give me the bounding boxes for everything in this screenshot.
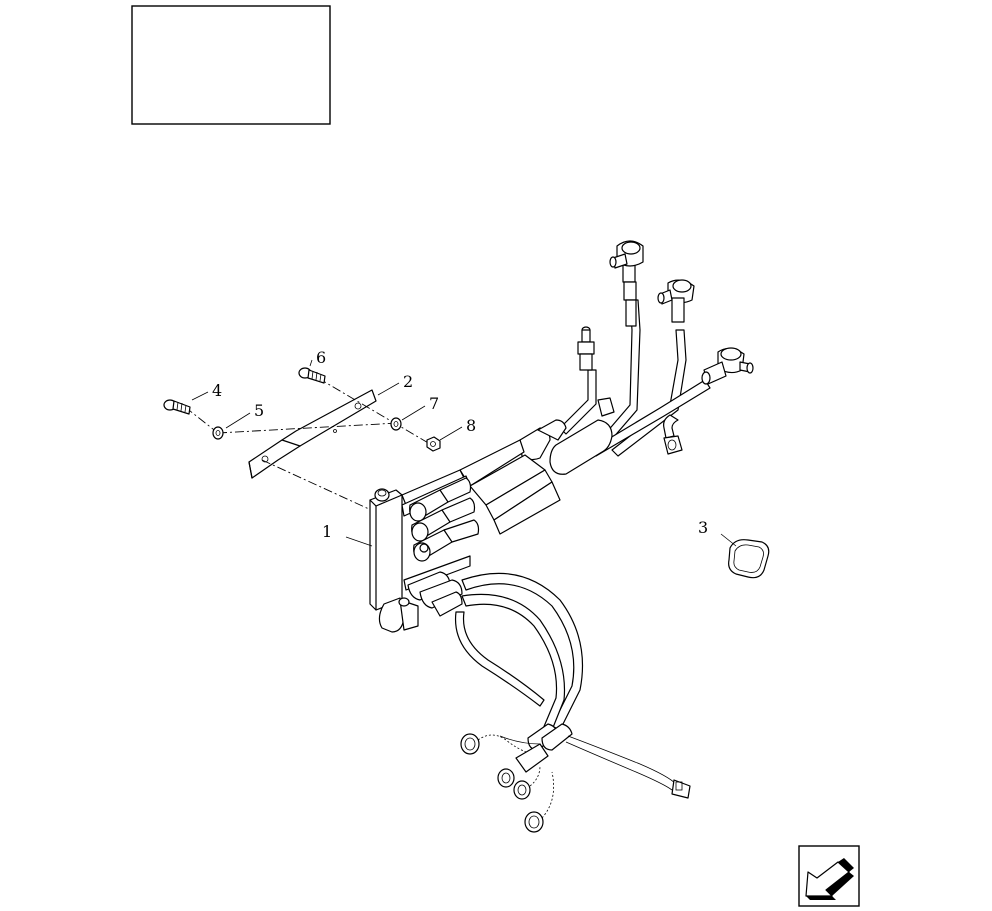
tee-coupling-middle [657, 279, 695, 323]
callout-label-7: 7 [429, 394, 439, 413]
callout-1: 1 [322, 522, 373, 547]
callout-5: 5 [225, 401, 264, 429]
callout-6: 6 [309, 348, 326, 367]
callout-7: 7 [401, 394, 439, 421]
coupler-c [513, 765, 541, 800]
elbow-nut [663, 435, 683, 455]
bolt-4 [163, 399, 191, 415]
callout-label-6: 6 [316, 348, 326, 367]
arrow-left-down-icon[interactable] [798, 845, 860, 907]
straight-fitting [577, 326, 595, 371]
quick-couplers [460, 733, 555, 833]
title-block [131, 5, 331, 125]
seal-ring-3 [728, 539, 770, 579]
coupler-d [524, 771, 555, 833]
union-nut [597, 397, 615, 417]
washer-7 [390, 417, 402, 431]
callout-label-1: 1 [322, 522, 332, 541]
washer-5 [212, 426, 224, 440]
coupler-b [497, 768, 515, 788]
lower-hoses [454, 572, 691, 799]
tee-coupling-right [701, 347, 754, 385]
assembly-centerlines [184, 377, 431, 516]
callout-label-5: 5 [254, 401, 264, 420]
callout-8: 8 [439, 416, 476, 441]
upper-hoses [459, 299, 711, 535]
valve-fittings-lower [378, 571, 463, 633]
coupler-a [460, 733, 527, 755]
callout-label-2: 2 [403, 372, 413, 391]
valve-fittings-upper [409, 477, 480, 562]
nut-8 [426, 436, 441, 452]
callout-label-3: 3 [698, 518, 708, 537]
callout-3: 3 [698, 518, 737, 547]
callout-4: 4 [191, 381, 222, 401]
callout-2: 2 [377, 372, 413, 396]
mounting-bracket [248, 389, 377, 479]
callout-label-8: 8 [466, 416, 476, 435]
bolt-6 [298, 367, 326, 384]
tee-coupling-upper [609, 240, 644, 327]
callout-label-4: 4 [212, 381, 222, 400]
